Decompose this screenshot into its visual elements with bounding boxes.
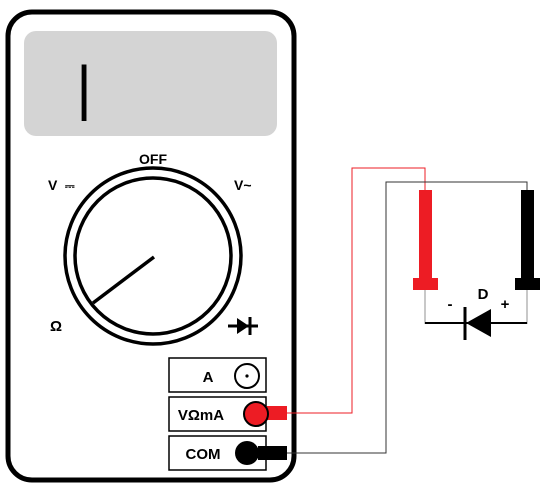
black-wire xyxy=(285,181,528,454)
dial-ac-volt-label: V~ xyxy=(234,177,252,193)
dial-off-label: OFF xyxy=(139,151,167,167)
jack-label-vohm: VΩmA xyxy=(178,407,224,424)
circuit-diode-label: D xyxy=(478,286,489,303)
dial-dc-symbol: ⎓ xyxy=(65,179,75,193)
circuit-minus-label: - xyxy=(448,296,453,313)
lcd-reading: | xyxy=(76,54,92,121)
red-wire xyxy=(285,167,426,414)
lcd-display xyxy=(24,31,277,136)
jack-label-com: COM xyxy=(186,446,221,463)
diode-icon xyxy=(228,317,258,335)
circuit-diode xyxy=(425,307,527,340)
black-probe-plug[interactable] xyxy=(235,441,287,465)
red-probe-plug[interactable] xyxy=(243,401,287,427)
jack-label-amp: A xyxy=(203,369,214,386)
red-probe[interactable] xyxy=(413,190,438,324)
dial-ohm-label: Ω xyxy=(50,318,62,335)
black-probe[interactable] xyxy=(515,190,540,324)
dial-dc-volt-label: V xyxy=(48,177,58,193)
circuit-plus-label: + xyxy=(501,296,510,313)
dial-pointer xyxy=(91,255,156,305)
